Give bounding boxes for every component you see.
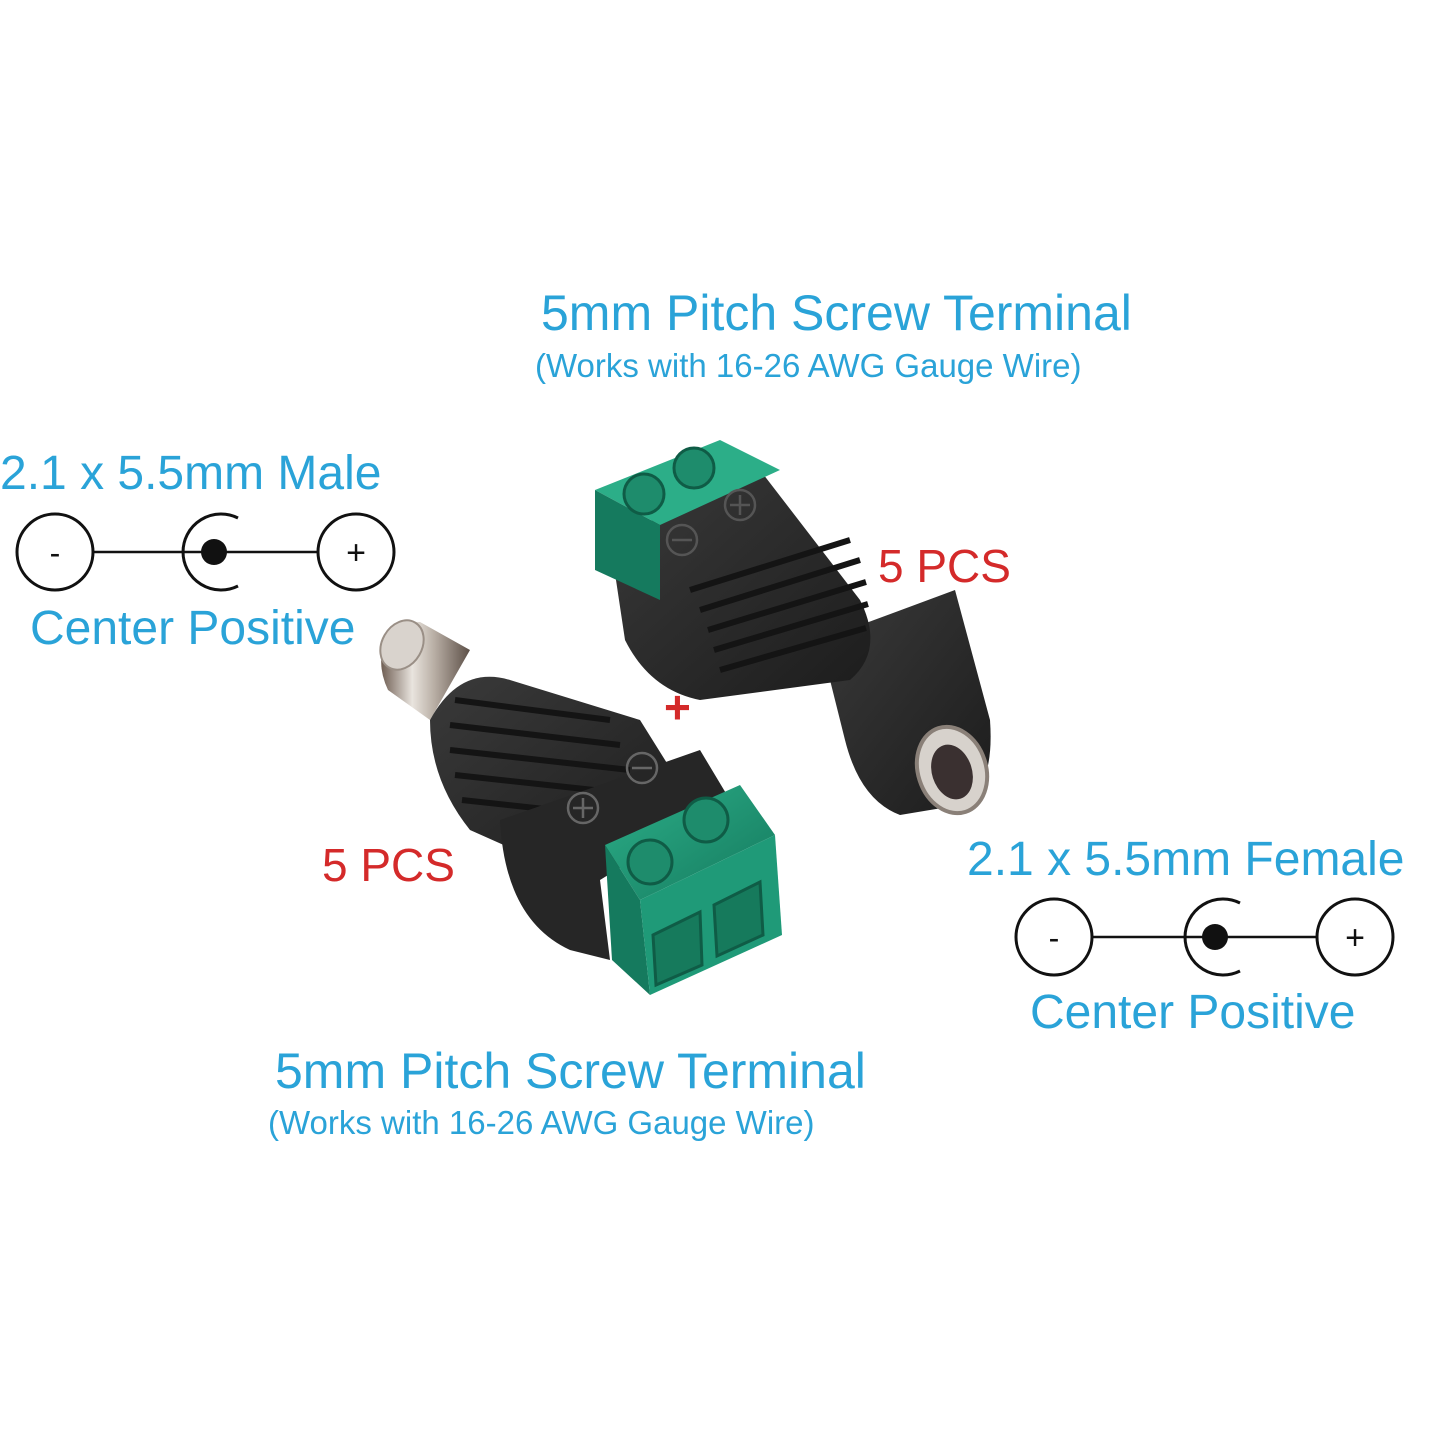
male-polarity-label: Center Positive	[30, 602, 356, 655]
screw-icon	[626, 838, 674, 886]
embossed-minus-icon	[625, 751, 659, 785]
male-polarity-diagram	[15, 512, 396, 592]
female-plus-sign: +	[1345, 919, 1365, 957]
male-connector-image	[379, 619, 782, 995]
male-minus-sign: -	[50, 535, 61, 571]
embossed-plus-icon	[723, 488, 757, 522]
male-terminal-title: 5mm Pitch Screw Terminal	[275, 1043, 866, 1099]
embossed-minus-icon	[665, 523, 699, 557]
plus-circle-icon	[316, 512, 396, 592]
minus-circle-icon	[15, 512, 95, 592]
female-minus-sign: -	[1049, 920, 1060, 956]
female-terminal-subtitle: (Works with 16-26 AWG Gauge Wire)	[535, 347, 1082, 384]
female-polarity-diagram	[1014, 897, 1395, 977]
center-pin-icon	[1202, 924, 1228, 950]
barrel-sleeve-icon	[1183, 897, 1241, 977]
screw-icon	[672, 446, 716, 490]
female-polarity-label: Center Positive	[1030, 986, 1356, 1039]
female-connector-title: 2.1 x 5.5mm Female	[967, 833, 1405, 886]
male-plus-sign: +	[346, 534, 366, 572]
female-terminal-title: 5mm Pitch Screw Terminal	[541, 285, 1132, 341]
male-quantity: 5 PCS	[322, 839, 455, 891]
male-terminal-subtitle: (Works with 16-26 AWG Gauge Wire)	[268, 1104, 815, 1141]
male-connector-title: 2.1 x 5.5mm Male	[0, 447, 382, 500]
minus-circle-icon	[1014, 897, 1094, 977]
female-quantity: 5 PCS	[878, 540, 1011, 592]
center-pin-icon	[201, 539, 227, 565]
screw-icon	[682, 796, 730, 844]
embossed-plus-icon	[566, 791, 600, 825]
female-connector-image	[595, 440, 991, 816]
screw-icon	[622, 472, 666, 516]
barrel-sleeve-icon	[181, 512, 239, 592]
plus-circle-icon	[1315, 897, 1395, 977]
